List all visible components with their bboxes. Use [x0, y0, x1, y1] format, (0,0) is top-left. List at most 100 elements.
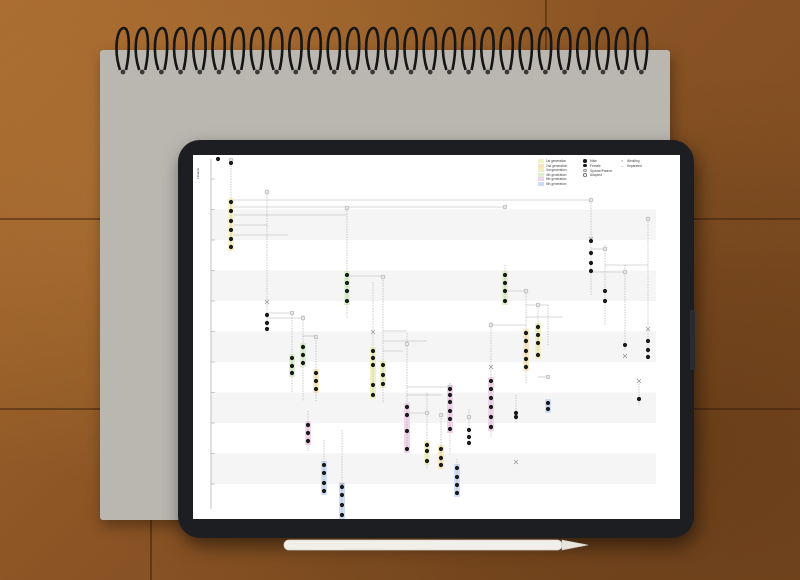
- binding-hole: [331, 69, 337, 75]
- person-node: [523, 330, 529, 336]
- person-node: [228, 236, 234, 242]
- spouse-node: [300, 315, 306, 321]
- person-node: [447, 408, 453, 414]
- wedding-cross: [264, 299, 270, 305]
- legend-generation-label: 3rd generation: [546, 168, 567, 173]
- family-tree-diagram: [210, 156, 656, 519]
- person-node: [424, 458, 430, 464]
- person-node: [602, 298, 608, 304]
- person-node: [454, 465, 460, 471]
- person-node: [404, 404, 410, 410]
- spiral-coil: [211, 26, 227, 71]
- spiral-coil: [518, 26, 534, 71]
- person-node: [488, 424, 494, 430]
- person-node: [588, 268, 594, 274]
- wedding-cross-icon: ×: [621, 158, 624, 163]
- person-node: [447, 392, 453, 398]
- person-node: [466, 440, 472, 446]
- spiral-coil: [576, 26, 591, 71]
- spouse-node: [602, 246, 608, 252]
- person-node: [321, 480, 327, 486]
- person-node: [513, 410, 519, 416]
- person-node: [289, 370, 295, 376]
- timeline-axis-label: Timeline: [196, 167, 200, 179]
- person-node: [636, 396, 642, 402]
- person-node: [424, 448, 430, 454]
- wedding-cross: [370, 329, 376, 335]
- person-node: [502, 288, 508, 294]
- legend-generation-label: 2nd generation: [546, 163, 568, 168]
- person-node: [264, 320, 270, 326]
- person-node: [447, 416, 453, 422]
- binding-hole: [120, 69, 126, 75]
- spiral-coil: [614, 26, 630, 71]
- binding-hole: [504, 69, 510, 75]
- person-node: [447, 386, 453, 392]
- person-node: [300, 344, 306, 350]
- person-node: [535, 352, 541, 358]
- person-node: [404, 446, 410, 452]
- generation-swatch: [538, 182, 544, 186]
- generation-highlight: [344, 271, 350, 305]
- tablet-side-button: [690, 310, 695, 370]
- spouse-node: [404, 341, 410, 347]
- person-node: [523, 356, 529, 362]
- spiral-coil: [307, 26, 323, 71]
- person-node: [523, 348, 529, 354]
- binding-hole: [562, 69, 567, 75]
- generation-highlight: [321, 461, 327, 495]
- legend-generation-label: 1st generation: [546, 159, 567, 163]
- person-node: [370, 382, 376, 388]
- spiral-coil: [326, 26, 342, 71]
- spiral-coil: [403, 26, 419, 71]
- person-node: [488, 386, 494, 392]
- wedding-cross: [622, 353, 628, 359]
- person-node: [513, 414, 519, 420]
- gray-circle-icon: [583, 168, 587, 173]
- person-node: [523, 338, 529, 344]
- wedding-cross: [636, 378, 642, 384]
- binding-hole: [408, 69, 414, 75]
- person-node: [380, 362, 386, 368]
- person-node: [380, 381, 386, 387]
- person-node: [264, 312, 270, 318]
- person-node: [300, 360, 306, 366]
- person-node: [370, 348, 376, 354]
- person-node: [545, 406, 551, 412]
- legend-generation-label: 5th generation: [546, 177, 567, 182]
- spouse-node: [466, 414, 472, 420]
- legend-symbol-label: Female: [590, 163, 601, 168]
- spouse-node: [622, 269, 628, 275]
- spiral-coil: [134, 26, 150, 71]
- person-node: [645, 354, 651, 360]
- legend-symbol-label: Male: [590, 159, 597, 163]
- person-node: [313, 378, 319, 384]
- binding-hole: [312, 69, 318, 75]
- generation-swatch: [538, 168, 544, 173]
- person-node: [588, 250, 594, 256]
- person-node: [447, 399, 453, 405]
- spiral-coil: [422, 26, 438, 71]
- person-node: [339, 484, 345, 490]
- person-node: [305, 422, 311, 428]
- person-node: [339, 512, 345, 518]
- person-node: [588, 238, 594, 244]
- spouse-node: [424, 410, 430, 416]
- generation-swatch: [538, 172, 544, 177]
- person-node: [404, 428, 410, 434]
- generation-highlight: [502, 271, 508, 305]
- timeline-band: [211, 270, 656, 301]
- person-node: [228, 199, 234, 205]
- person-node: [424, 442, 430, 448]
- spiral-coil: [192, 26, 207, 71]
- binding-hole: [466, 69, 471, 75]
- binding-hole: [619, 69, 625, 75]
- spiral-coil: [460, 26, 476, 71]
- binding-hole: [351, 69, 356, 75]
- binding-hole: [159, 69, 164, 75]
- person-node: [344, 280, 350, 286]
- spouse-node: [264, 189, 270, 195]
- filled-circle-icon: [583, 159, 587, 163]
- stylus-pencil: [283, 539, 589, 551]
- legend-symbol-label: Adopted: [590, 173, 602, 178]
